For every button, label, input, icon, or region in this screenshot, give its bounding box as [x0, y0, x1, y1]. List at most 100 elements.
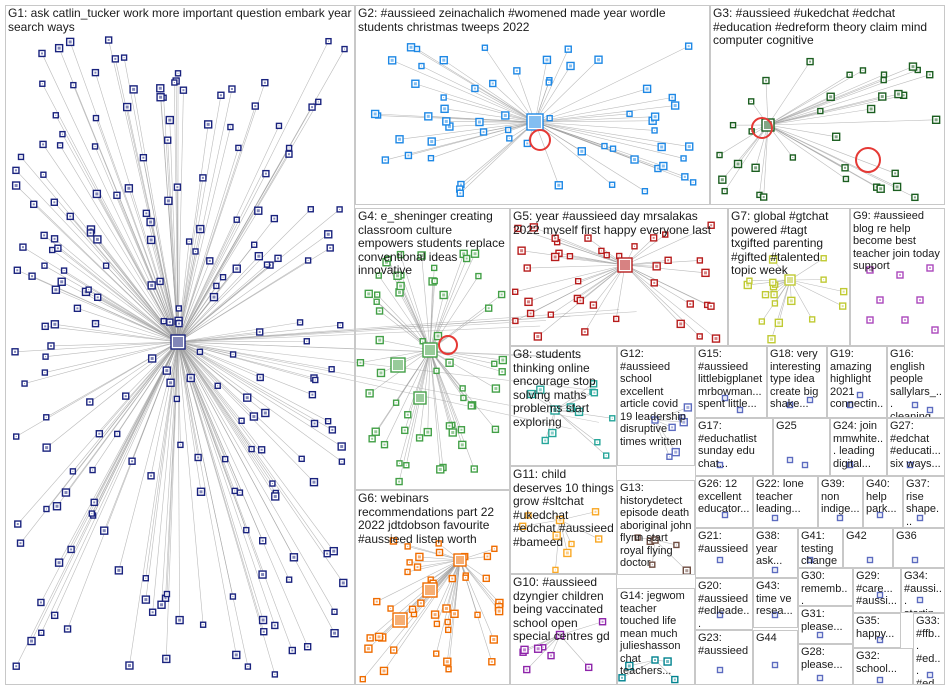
graph-node-fill — [928, 73, 931, 76]
graph-node-fill — [331, 368, 333, 370]
graph-node-fill — [554, 237, 557, 240]
group-label: G43: time ve resea... — [756, 580, 793, 617]
graph-node-fill — [597, 537, 600, 540]
graph-node-fill — [661, 164, 665, 168]
group-label: G33: #ffb... #ed... #ed... — [916, 615, 941, 685]
graph-node-fill — [378, 309, 381, 312]
graph-edge — [169, 120, 179, 343]
graph-node-fill — [199, 351, 201, 353]
graph-edge — [415, 83, 536, 123]
graph-node-fill — [611, 417, 613, 419]
graph-edge — [534, 121, 646, 192]
graph-node-fill — [544, 439, 547, 442]
group-label: G37: rise shape... — [906, 478, 940, 528]
graph-node-fill — [433, 267, 435, 269]
graph-edge — [459, 559, 500, 608]
graph-node-fill — [14, 350, 17, 353]
graph-edge — [654, 539, 687, 571]
graph-node-fill — [764, 293, 767, 296]
group-label: G41: testing change... — [801, 530, 838, 567]
graph-node-fill — [341, 461, 343, 463]
graph-node-fill — [683, 175, 686, 178]
graph-node-fill — [291, 649, 294, 652]
graph-edge — [767, 124, 837, 138]
group-g32: G32: school... — [853, 648, 913, 685]
graph-node-fill — [592, 304, 595, 307]
graph-node-fill — [411, 608, 414, 611]
graph-node-fill — [132, 87, 136, 91]
graph-node-fill — [809, 559, 811, 561]
graph-node-fill — [699, 335, 701, 337]
graph-node-fill — [732, 124, 734, 126]
graph-node-fill — [879, 514, 881, 516]
graph-node-fill — [64, 491, 68, 495]
group-label: G16: english people sallylars_... cleani… — [890, 348, 942, 418]
graph-node-fill — [508, 137, 510, 139]
graph-node-fill — [417, 555, 421, 559]
graph-edge — [534, 121, 690, 147]
graph-edge — [133, 89, 179, 343]
graph-node-fill — [453, 612, 457, 616]
graph-edge — [177, 209, 311, 343]
graph-edge — [151, 285, 179, 343]
graph-node-fill — [163, 320, 165, 322]
group-g31: G31: please... — [798, 606, 853, 644]
graph-node-fill — [869, 107, 873, 111]
graph-edge — [177, 124, 209, 343]
graph-node-fill — [434, 280, 436, 282]
graph-node-fill — [159, 95, 163, 99]
graph-node-fill — [266, 264, 268, 266]
graph-node-fill — [98, 432, 101, 435]
graph-node-fill — [166, 139, 169, 142]
graph-node-fill — [359, 361, 362, 364]
graph-edge — [429, 349, 450, 426]
graph-node-fill — [176, 186, 179, 189]
graph-node-fill — [56, 247, 59, 250]
graph-node-fill — [649, 540, 652, 543]
graph-node-fill — [234, 490, 236, 492]
graph-node-fill — [259, 376, 262, 379]
group-label: G1: ask catlin_tucker work more importan… — [8, 6, 352, 34]
graph-edge — [550, 264, 626, 315]
graph-node-fill — [792, 156, 794, 158]
graph-node-fill — [413, 613, 415, 615]
group-label: G30: rememb... — [801, 570, 848, 606]
graph-edge — [177, 341, 329, 422]
graph-node-fill — [59, 144, 61, 146]
self-loop — [751, 117, 773, 139]
graph-edge — [177, 341, 277, 494]
graph-edge — [446, 121, 536, 123]
group-label: G14: jegwom teacher touched life mean mu… — [620, 590, 685, 677]
group-label: G39: non indige... — [821, 478, 860, 515]
graph-edge — [459, 559, 500, 604]
graph-node-fill — [703, 271, 707, 275]
graph-edge — [166, 341, 179, 595]
graph-node-fill — [416, 394, 424, 402]
graph-edge — [429, 349, 441, 470]
graph-node-fill — [327, 420, 329, 422]
graph-edge — [624, 264, 700, 337]
group-g22: G22: lone teacher leading... — [753, 476, 818, 528]
graph-edge — [177, 210, 259, 343]
graph-node-fill — [89, 231, 92, 234]
graph-node-fill — [611, 184, 613, 186]
graph-edge — [443, 59, 536, 123]
graph-edge — [654, 407, 688, 421]
graph-node-fill — [95, 117, 97, 119]
graph-node-fill — [620, 260, 630, 270]
graph-node-fill — [390, 608, 392, 610]
graph-edge — [654, 419, 670, 457]
graph-node-fill — [88, 400, 91, 403]
graph-node-fill — [501, 358, 505, 362]
graph-node-fill — [409, 45, 413, 49]
graph-node-fill — [615, 318, 617, 320]
graph-node-fill — [442, 293, 446, 297]
group-g30: G30: rememb... — [798, 568, 853, 606]
graph-node-fill — [605, 455, 607, 457]
graph-edge — [474, 88, 536, 123]
graph-node-fill — [339, 208, 341, 210]
graph-edge — [615, 264, 626, 319]
graph-node-fill — [341, 581, 345, 585]
graph-node-fill — [844, 166, 847, 169]
graph-edge — [177, 341, 295, 558]
